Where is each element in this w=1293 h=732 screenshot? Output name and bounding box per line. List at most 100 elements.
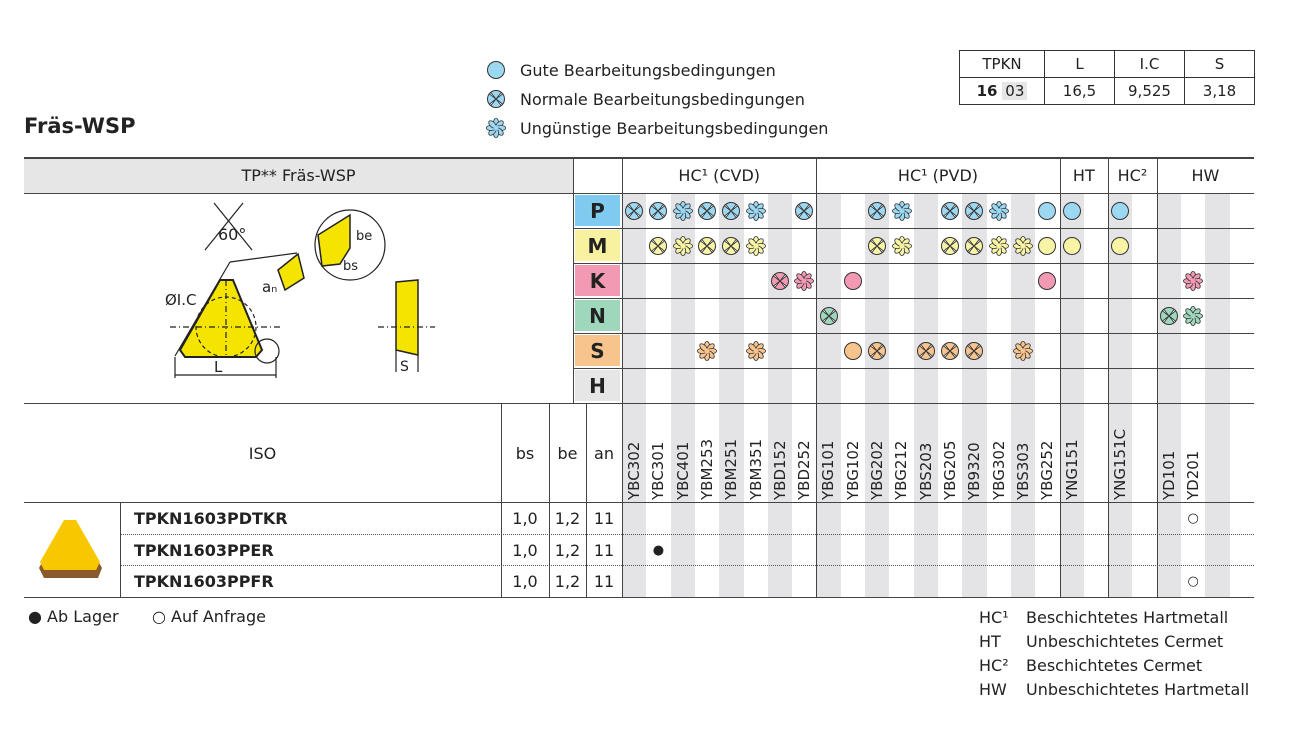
normal-condition-icon xyxy=(819,306,838,325)
column-stripe xyxy=(865,193,890,597)
column-stripe xyxy=(1108,193,1133,597)
product-code: TPKN1603PDTKR xyxy=(134,509,288,528)
header-bg xyxy=(24,158,573,193)
unfavorable-condition-icon xyxy=(891,200,912,221)
legend-icon-wrap xyxy=(486,118,506,138)
good-condition-icon xyxy=(1038,236,1057,255)
bs-header: bs xyxy=(515,443,535,463)
normal-condition-icon xyxy=(868,236,887,255)
normal-condition-icon xyxy=(487,90,505,108)
legend-label: Ungünstige Bearbeitungsbedingungen xyxy=(520,118,829,138)
divider xyxy=(24,403,1254,404)
insert-image xyxy=(39,520,102,578)
grade-name: YBC301 xyxy=(649,441,668,500)
l-label: L xyxy=(214,358,223,376)
normal-condition-icon xyxy=(965,201,984,220)
material-p: P xyxy=(575,195,620,226)
grade-name: YD101 xyxy=(1159,450,1178,500)
spec-size-rest: 03 xyxy=(1002,82,1028,100)
unfavorable-condition-icon xyxy=(486,118,506,138)
unfavorable-condition-icon xyxy=(672,235,693,256)
normal-condition-icon xyxy=(941,341,960,360)
ic-label: ØI.C xyxy=(165,291,196,309)
table-header-title: TP** Fräs-WSP xyxy=(241,166,356,185)
column-stripe xyxy=(913,193,938,597)
unfavorable-condition-icon xyxy=(745,340,766,361)
good-condition-icon xyxy=(843,341,862,360)
grade-name: YBS303 xyxy=(1013,442,1032,500)
divider xyxy=(573,157,574,403)
spec-value: 3,18 xyxy=(1184,77,1255,105)
divider xyxy=(816,157,818,597)
grade-name: YBM253 xyxy=(697,438,716,500)
grade-group-header: HC² xyxy=(1117,166,1148,185)
material-n: N xyxy=(575,300,620,331)
divider xyxy=(24,193,1254,194)
grade-name: YBM351 xyxy=(746,438,765,500)
normal-condition-icon xyxy=(649,201,668,220)
good-condition-icon xyxy=(1062,236,1081,255)
unfavorable-condition-icon xyxy=(891,235,912,256)
legend-icon-wrap xyxy=(486,60,506,80)
divider xyxy=(24,597,1254,598)
material-k: K xyxy=(575,265,620,296)
normal-condition-icon xyxy=(795,201,814,220)
unfavorable-condition-icon xyxy=(794,270,815,291)
normal-condition-icon xyxy=(941,201,960,220)
grade-group-header: HC¹ (PVD) xyxy=(897,166,979,185)
spec-header: I.C xyxy=(1114,50,1185,78)
normal-condition-icon xyxy=(625,201,644,220)
column-stripe xyxy=(719,193,744,597)
grade-name: YBM251 xyxy=(722,438,741,500)
normal-condition-icon xyxy=(698,201,717,220)
material-s: S xyxy=(575,335,620,366)
be-label: be xyxy=(356,229,372,244)
be-header: be xyxy=(557,443,578,463)
unfavorable-condition-icon xyxy=(1183,305,1204,326)
column-stripe xyxy=(1156,193,1182,597)
product-code: TPKN1603PPFR xyxy=(134,572,274,591)
unfavorable-condition-icon xyxy=(672,200,693,221)
column-stripe xyxy=(1010,193,1036,597)
legend-label: Gute Bearbeitungsbedingungen xyxy=(520,60,776,80)
divider xyxy=(573,228,1254,229)
divider xyxy=(573,298,1254,299)
normal-condition-icon xyxy=(771,271,789,290)
divider xyxy=(501,403,502,597)
an-value: 11 xyxy=(593,509,615,528)
good-condition-icon xyxy=(1038,201,1057,220)
good-condition-icon xyxy=(843,271,862,290)
divider xyxy=(549,403,550,597)
grade-name: YBG302 xyxy=(989,440,1008,500)
divider xyxy=(1108,157,1110,597)
insert-diagram: 60° ØI.C L aₙ be bs S xyxy=(165,202,435,378)
unfavorable-condition-icon xyxy=(697,340,718,361)
on-request-mark: ○ xyxy=(1187,574,1199,589)
abbrev-desc: Unbeschichtetes Cermet xyxy=(1026,632,1224,651)
grade-name: YBG205 xyxy=(941,440,959,500)
column-stripe xyxy=(1059,193,1084,597)
normal-condition-icon xyxy=(916,341,935,360)
column-stripe xyxy=(816,193,841,597)
unfavorable-condition-icon xyxy=(1013,340,1034,361)
good-condition-icon xyxy=(1111,201,1130,220)
bs-value: 1,0 xyxy=(512,540,538,560)
grade-name: YNG151C xyxy=(1111,428,1130,500)
normal-condition-icon xyxy=(941,236,960,255)
grade-name: YBG101 xyxy=(819,440,838,500)
grade-name: YBG212 xyxy=(892,440,911,500)
legend-label: Normale Bearbeitungsbedingungen xyxy=(520,89,805,109)
legend-item: Ungünstige Bearbeitungsbedingungen xyxy=(486,118,828,138)
spec-value: 16,5 xyxy=(1044,77,1115,105)
divider xyxy=(120,502,121,597)
in-stock-mark: ● xyxy=(652,542,665,558)
legend-item: Gute Bearbeitungsbedingungen xyxy=(486,60,776,80)
an-value: 11 xyxy=(593,572,615,591)
spec-header: L xyxy=(1044,50,1115,78)
normal-condition-icon xyxy=(649,236,668,255)
s-label: S xyxy=(400,359,409,375)
abbrev-desc: Beschichtetes Hartmetall xyxy=(1026,608,1229,627)
normal-condition-icon xyxy=(698,236,717,255)
grade-name: YBG202 xyxy=(868,440,887,500)
column-stripe xyxy=(622,193,647,597)
